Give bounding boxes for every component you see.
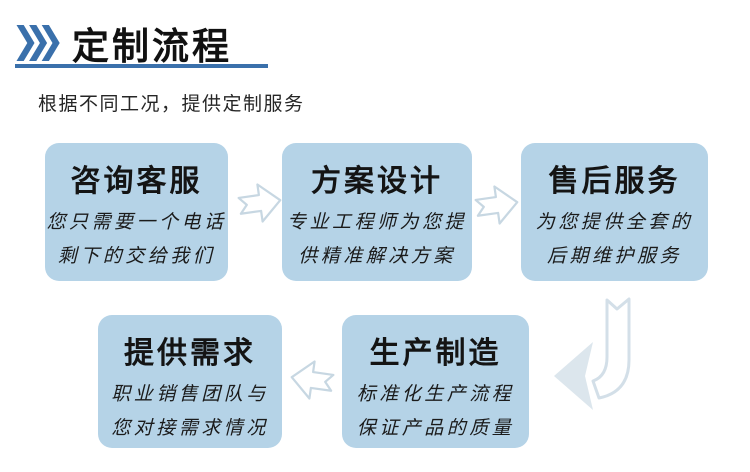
page-subtitle: 根据不同工况，提供定制服务 bbox=[38, 94, 305, 115]
curved-arrow-down-left-icon bbox=[554, 297, 631, 410]
flow-arrow-right-icon bbox=[237, 183, 282, 223]
step-box-consult: 咨询客服 您只需要一个电话 剩下的交给我们 bbox=[45, 143, 228, 281]
title-underline bbox=[15, 64, 268, 68]
triple-chevron-right-icon bbox=[16, 25, 60, 61]
page-title: 定制流程 bbox=[72, 26, 232, 67]
step-box-aftersales: 售后服务 为您提供全套的 后期维护服务 bbox=[521, 143, 708, 281]
step-desc-line: 您对接需求情况 bbox=[111, 418, 269, 439]
step-desc-line: 为您提供全套的 bbox=[535, 212, 694, 233]
step-desc-line: 标准化生产流程 bbox=[356, 384, 515, 405]
step-desc-line: 专业工程师为您提 bbox=[286, 212, 467, 233]
step-desc-line: 后期维护服务 bbox=[546, 246, 682, 267]
step-desc-line: 职业销售团队与 bbox=[111, 384, 269, 405]
step-title: 咨询客服 bbox=[70, 165, 203, 198]
step-desc-line: 您只需要一个电话 bbox=[46, 212, 227, 233]
step-desc-line: 供精准解决方案 bbox=[298, 246, 456, 267]
step-desc-line: 剩下的交给我们 bbox=[57, 246, 216, 267]
step-box-design: 方案设计 专业工程师为您提 供精准解决方案 bbox=[282, 143, 472, 281]
step-desc-line: 保证产品的质量 bbox=[356, 418, 515, 439]
step-box-requirements: 提供需求 职业销售团队与 您对接需求情况 bbox=[98, 315, 282, 448]
flow-arrow-left-icon bbox=[290, 360, 335, 400]
step-title: 提供需求 bbox=[124, 337, 256, 370]
step-title: 售后服务 bbox=[548, 165, 681, 198]
step-title: 生产制造 bbox=[369, 337, 502, 370]
flow-arrow-right-icon bbox=[474, 185, 519, 225]
step-title: 方案设计 bbox=[311, 165, 443, 198]
step-box-production: 生产制造 标准化生产流程 保证产品的质量 bbox=[342, 315, 529, 448]
